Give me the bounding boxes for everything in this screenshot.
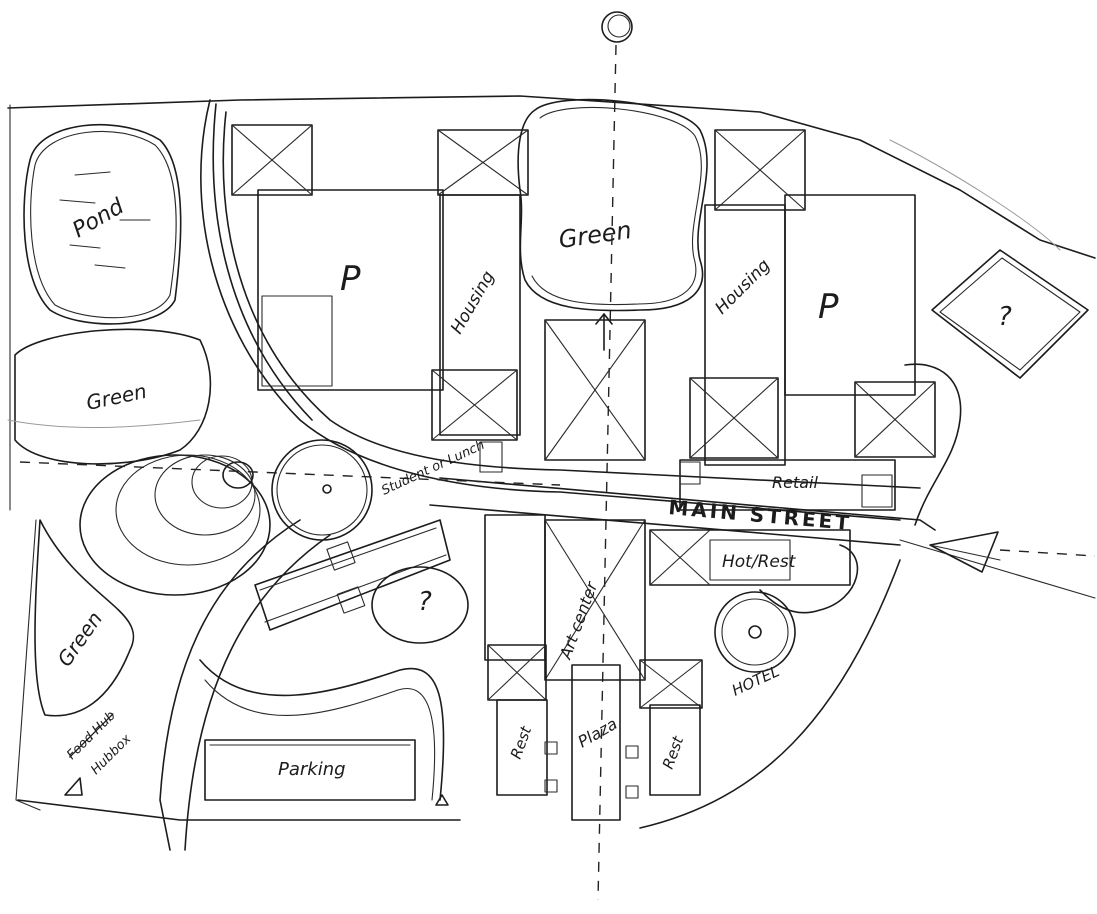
roundabout: [271, 439, 373, 541]
label-question-east: ?: [998, 302, 1012, 332]
label-housing-east: Housing: [711, 255, 774, 318]
label-plaza: Plaza: [575, 714, 621, 752]
label-green-southwest: Green: [52, 607, 107, 671]
southwest-road: [159, 519, 301, 851]
curved-road-outer: [200, 99, 901, 521]
parking-north: [231, 124, 444, 391]
hotel-rest-block: [649, 529, 859, 614]
hub-marker-icon: [64, 777, 83, 796]
north-marker-icon: [601, 11, 633, 43]
art-center-block: [484, 514, 703, 821]
label-parking-south: Parking: [278, 759, 346, 780]
pond-outline: [23, 123, 182, 325]
label-green-west: Green: [84, 379, 149, 415]
curved-road-inner: [222, 111, 921, 489]
student-lunch-block: [254, 519, 451, 631]
housing-east-block: [679, 129, 962, 526]
central-column-block: [544, 319, 646, 461]
label-green-center: Green: [557, 216, 633, 254]
label-hotel-rest: Hot/Rest: [722, 552, 797, 572]
label-housing-west: Housing: [447, 267, 499, 337]
label-art-center: Art center: [556, 578, 602, 662]
parking-south: [204, 739, 416, 801]
entry-arrow-icon: [929, 531, 1001, 573]
label-rest-right: Rest: [659, 733, 688, 772]
label-main-street: MAIN STREET: [668, 495, 853, 535]
label-parking-northeast: P: [818, 287, 839, 327]
housing-west-block: [431, 129, 529, 473]
label-rest-left: Rest: [507, 723, 536, 762]
amphitheatre: [79, 454, 271, 596]
green-west-outline: [14, 328, 212, 465]
question-oval-south: [371, 566, 469, 644]
hotel-drop-off: [714, 591, 796, 673]
label-question-south: ?: [418, 587, 432, 617]
label-parking-north: P: [340, 259, 361, 299]
site-boundary: [7, 95, 1096, 259]
question-block-east: [931, 249, 1089, 379]
label-retail: Retail: [772, 473, 818, 492]
central-green-outline: [517, 98, 708, 312]
green-southwest-outline: [34, 519, 135, 717]
